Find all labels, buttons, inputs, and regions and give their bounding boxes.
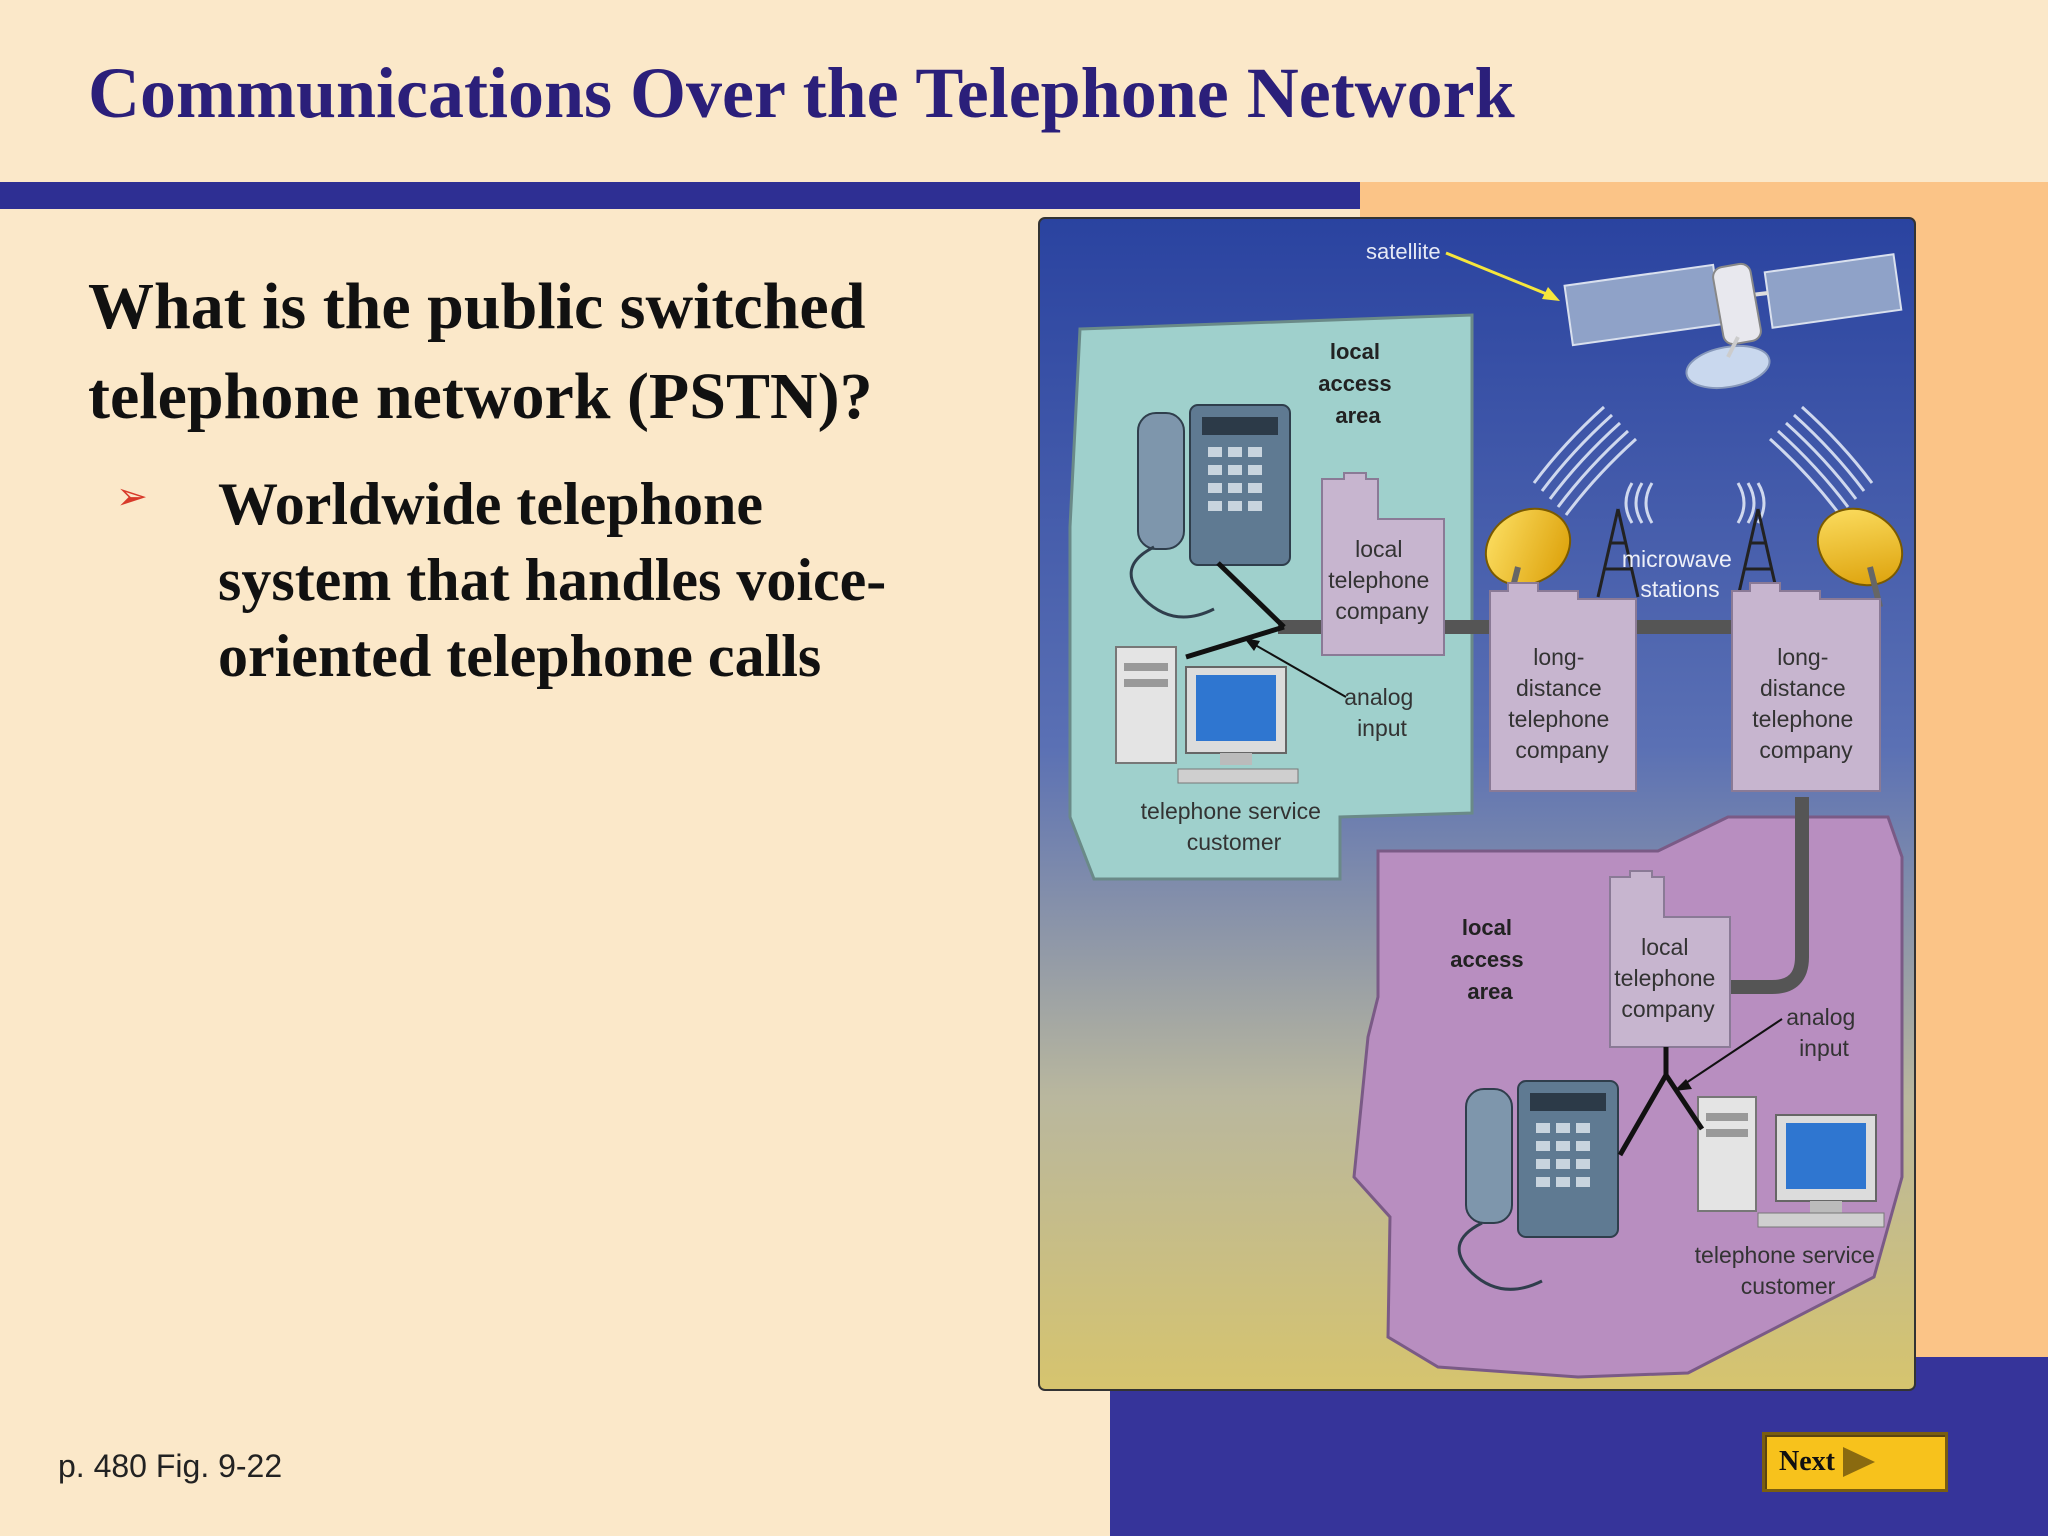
title-underline-bar	[0, 182, 1360, 209]
satellite-icon	[1563, 253, 1903, 390]
microwave-tower-icon	[1596, 508, 1640, 598]
figure-reference: p. 480 Fig. 9-22	[58, 1448, 283, 1484]
bottom-area-label: local access area	[1450, 915, 1530, 1004]
bullet-arrow-icon: ➢	[116, 474, 148, 518]
top-connection-lines	[1185, 561, 1286, 660]
slide-title: Communications Over the Telephone Networ…	[88, 53, 1515, 133]
desk-phone-icon	[1129, 404, 1291, 619]
top-customer-label: telephone service customer	[1141, 798, 1328, 855]
trunk-line-vertical	[1718, 797, 1809, 994]
bottom-analog-input-label: analog input	[1786, 1004, 1861, 1061]
top-local-telephone-company-label: local telephone company	[1328, 536, 1435, 624]
long-distance-company-label-left: long- distance telephone company	[1508, 644, 1615, 763]
signal-waves	[1532, 405, 1874, 524]
top-analog-input-pointer	[1249, 641, 1347, 698]
bottom-customer-label: telephone service customer	[1695, 1242, 1882, 1299]
bottom-analog-input-pointer	[1679, 1018, 1783, 1088]
long-distance-telephone-company-building-left	[1489, 582, 1637, 792]
satellite-label: satellite	[1366, 239, 1441, 264]
play-arrow-icon	[1842, 1447, 1875, 1477]
next-button[interactable]: Next	[1762, 1432, 1948, 1492]
computer-icon	[1115, 646, 1299, 784]
microwave-stations-label: microwave stations	[1622, 546, 1738, 602]
top-analog-input-label: analog input	[1344, 684, 1419, 741]
bottom-local-telephone-company-building	[1609, 870, 1731, 1048]
computer-icon	[1697, 1096, 1885, 1228]
top-area-label: local access area	[1318, 339, 1398, 428]
microwave-tower-icon	[1736, 508, 1780, 598]
question-heading: What is the public switched telephone ne…	[88, 270, 873, 433]
satellite-pointer-line	[1445, 251, 1555, 299]
bottom-local-telephone-company-label: local telephone company	[1614, 934, 1721, 1022]
satellite-pointer-arrowhead	[1542, 287, 1560, 301]
pstn-diagram: satellite microwave	[1038, 217, 1916, 1391]
next-button-label: Next	[1779, 1446, 1835, 1477]
desk-phone-icon	[1457, 1080, 1619, 1291]
bottom-connection-lines	[1617, 1047, 1705, 1157]
bullet-text: Worldwide telephone system that handles …	[218, 471, 887, 689]
long-distance-telephone-company-building-right	[1731, 582, 1881, 792]
top-local-telephone-company-building	[1321, 472, 1445, 656]
satellite-dish-icon	[1484, 507, 1572, 608]
long-distance-company-label-right: long- distance telephone company	[1752, 644, 1859, 763]
